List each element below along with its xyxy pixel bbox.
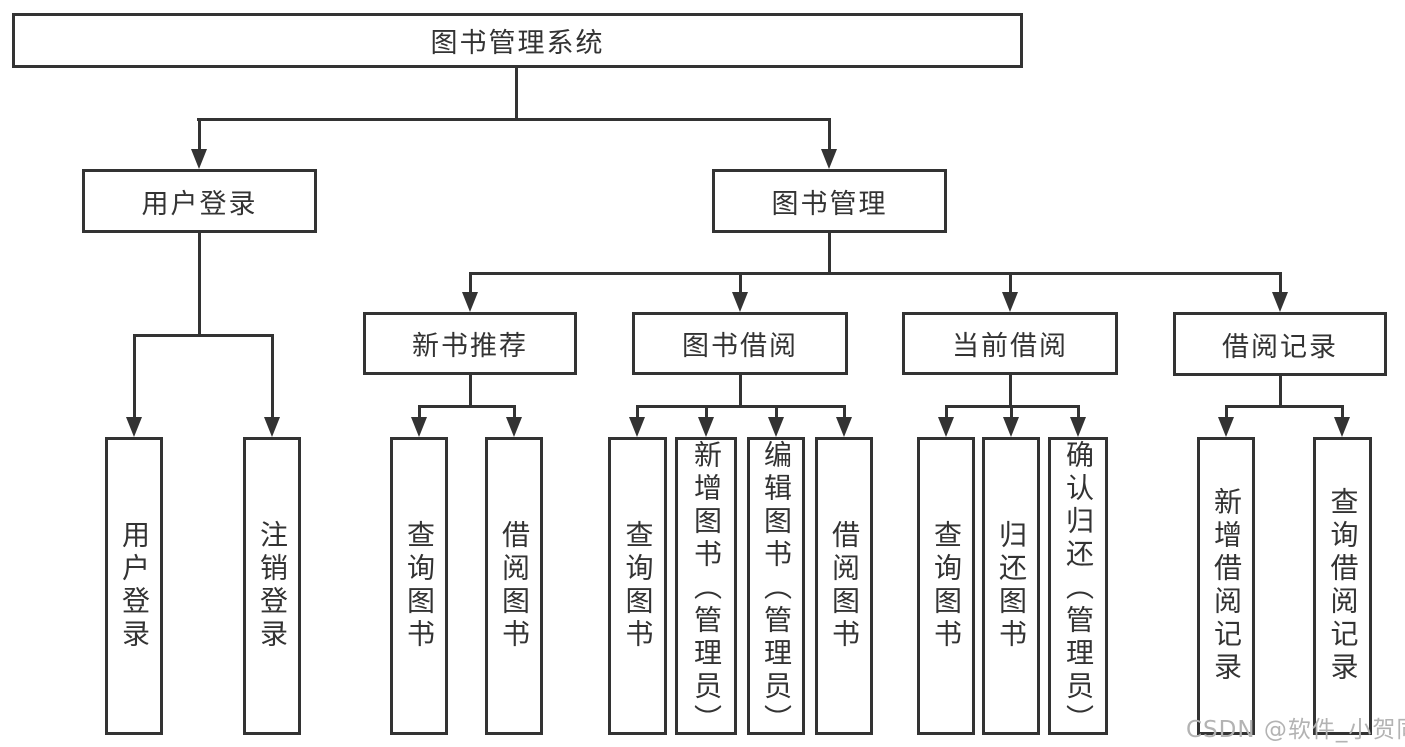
arrow-down-icon-user-login (191, 149, 207, 169)
arrow-down-icon-bb-query (629, 417, 645, 437)
node-book-management-label: 图书管理 (771, 188, 888, 220)
node-borrow-records: 借阅记录 (1173, 312, 1387, 376)
leaf-borrowing-query-books-label: 查询图书 (621, 520, 655, 652)
connector-borrowing-branch (636, 405, 845, 408)
node-user-login-label: 用户登录 (141, 188, 258, 220)
leaf-current-query-books-label: 查询图书 (930, 520, 963, 652)
connector-arrow-stem-cb-query (945, 405, 948, 420)
leaf-records-query-record: 查询借阅记录 (1313, 437, 1372, 735)
connector-user-login-branch (133, 334, 274, 337)
node-current-borrowing-label: 当前借阅 (952, 331, 1068, 362)
connector-current-stem (1009, 374, 1012, 407)
arrow-down-icon-borrowing (732, 292, 748, 312)
connector-arrow-stem-rec-add (1225, 405, 1228, 420)
connector-arrow-stem-newrec-borrow (513, 405, 516, 420)
watermark: CSDN @软件_小贺同学 (1186, 717, 1405, 743)
arrow-down-icon-book-mgmt (821, 149, 837, 169)
leaf-logout: 注销登录 (243, 437, 301, 735)
connector-new-book-stem (469, 374, 472, 407)
arrow-down-icon-rec-query (1334, 417, 1350, 437)
node-new-book-recommend-label: 新书推荐 (412, 331, 528, 362)
leaf-borrowing-add-book-admin-label: 新增图书（管理员） (690, 440, 723, 737)
node-new-book-recommend: 新书推荐 (363, 312, 577, 375)
arrow-down-icon-bb-add (698, 417, 714, 437)
node-root-label: 图书管理系统 (430, 28, 605, 59)
leaf-borrowing-edit-book-admin-label: 编辑图书（管理员） (760, 440, 793, 737)
connector-arrow-stem-new-book (469, 272, 472, 295)
arrow-down-icon-cb-confirm (1070, 417, 1086, 437)
connector-level2-branch (469, 272, 1282, 275)
node-book-borrowing-label: 图书借阅 (682, 331, 798, 362)
node-user-login: 用户登录 (82, 169, 317, 233)
connector-arrow-stem-bb-borrow (843, 405, 846, 420)
leaf-newrec-borrow-books-label: 借阅图书 (498, 520, 531, 652)
arrow-down-icon-bb-borrow (836, 417, 852, 437)
connector-records-branch (1225, 405, 1343, 408)
connector-arrow-stem-book-mgmt (828, 118, 831, 152)
connector-arrow-stem-user-login (198, 118, 201, 152)
leaf-current-confirm-return-admin: 确认归还（管理员） (1048, 437, 1108, 737)
connector-arrow-stem-cb-confirm (1077, 405, 1080, 420)
leaf-records-add-record-label: 新增借阅记录 (1210, 487, 1243, 685)
connector-arrow-stem-leaf-logout (271, 334, 274, 420)
leaf-user-login-label: 用户登录 (118, 520, 151, 652)
connector-arrow-stem-rec-query (1341, 405, 1344, 420)
node-borrow-records-label: 借阅记录 (1222, 331, 1338, 363)
connector-arrow-stem-borrowing (739, 272, 742, 295)
arrow-down-icon-leaf-logout (264, 417, 280, 437)
arrow-down-icon-cb-query (938, 417, 954, 437)
connector-arrow-stem-newrec-query (418, 405, 421, 420)
connector-level1-branch (197, 118, 831, 121)
leaf-logout-label: 注销登录 (256, 520, 289, 652)
leaf-borrowing-borrow-books: 借阅图书 (815, 437, 873, 735)
leaf-newrec-query-books-label: 查询图书 (403, 520, 436, 652)
arrow-down-icon-newrec-query (411, 417, 427, 437)
leaf-current-confirm-return-admin-label: 确认归还（管理员） (1062, 440, 1095, 737)
connector-borrowing-stem (739, 374, 742, 407)
connector-arrow-stem-cb-return (1010, 405, 1013, 420)
connector-arrow-stem-current (1009, 272, 1012, 295)
leaf-borrowing-query-books: 查询图书 (608, 437, 667, 735)
leaf-user-login: 用户登录 (105, 437, 163, 735)
node-book-borrowing: 图书借阅 (632, 312, 848, 375)
arrow-down-icon-cb-return (1003, 417, 1019, 437)
arrow-down-icon-newrec-borrow (506, 417, 522, 437)
connector-arrow-stem-bb-query (636, 405, 639, 420)
leaf-current-query-books: 查询图书 (917, 437, 975, 735)
connector-root-stem (515, 68, 518, 121)
arrow-down-icon-new-book (462, 292, 478, 312)
leaf-records-add-record: 新增借阅记录 (1197, 437, 1255, 735)
node-root: 图书管理系统 (12, 13, 1023, 68)
connector-new-book-branch (418, 405, 516, 408)
leaf-newrec-query-books: 查询图书 (390, 437, 448, 735)
leaf-borrowing-borrow-books-label: 借阅图书 (828, 520, 861, 652)
arrow-down-icon-current (1002, 292, 1018, 312)
leaf-current-return-books: 归还图书 (982, 437, 1040, 735)
connector-arrow-stem-leaf-login (133, 334, 136, 420)
leaf-records-query-record-label: 查询借阅记录 (1326, 487, 1360, 685)
leaf-current-return-books-label: 归还图书 (995, 520, 1028, 652)
leaf-borrowing-add-book-admin: 新增图书（管理员） (675, 437, 737, 737)
arrow-down-icon-leaf-login (126, 417, 142, 437)
connector-records-stem (1279, 374, 1282, 407)
arrow-down-icon-records (1272, 292, 1288, 312)
arrow-down-icon-bb-edit (768, 417, 784, 437)
connector-book-mgmt-stem (828, 232, 831, 274)
node-book-management: 图书管理 (712, 169, 947, 233)
connector-user-login-stem (198, 232, 201, 336)
leaf-borrowing-edit-book-admin: 编辑图书（管理员） (747, 437, 805, 737)
node-current-borrowing: 当前借阅 (902, 312, 1118, 375)
connector-arrow-stem-bb-edit (775, 405, 778, 420)
arrow-down-icon-rec-add (1218, 417, 1234, 437)
leaf-newrec-borrow-books: 借阅图书 (485, 437, 543, 735)
connector-arrow-stem-records (1279, 272, 1282, 295)
connector-arrow-stem-bb-add (705, 405, 708, 420)
